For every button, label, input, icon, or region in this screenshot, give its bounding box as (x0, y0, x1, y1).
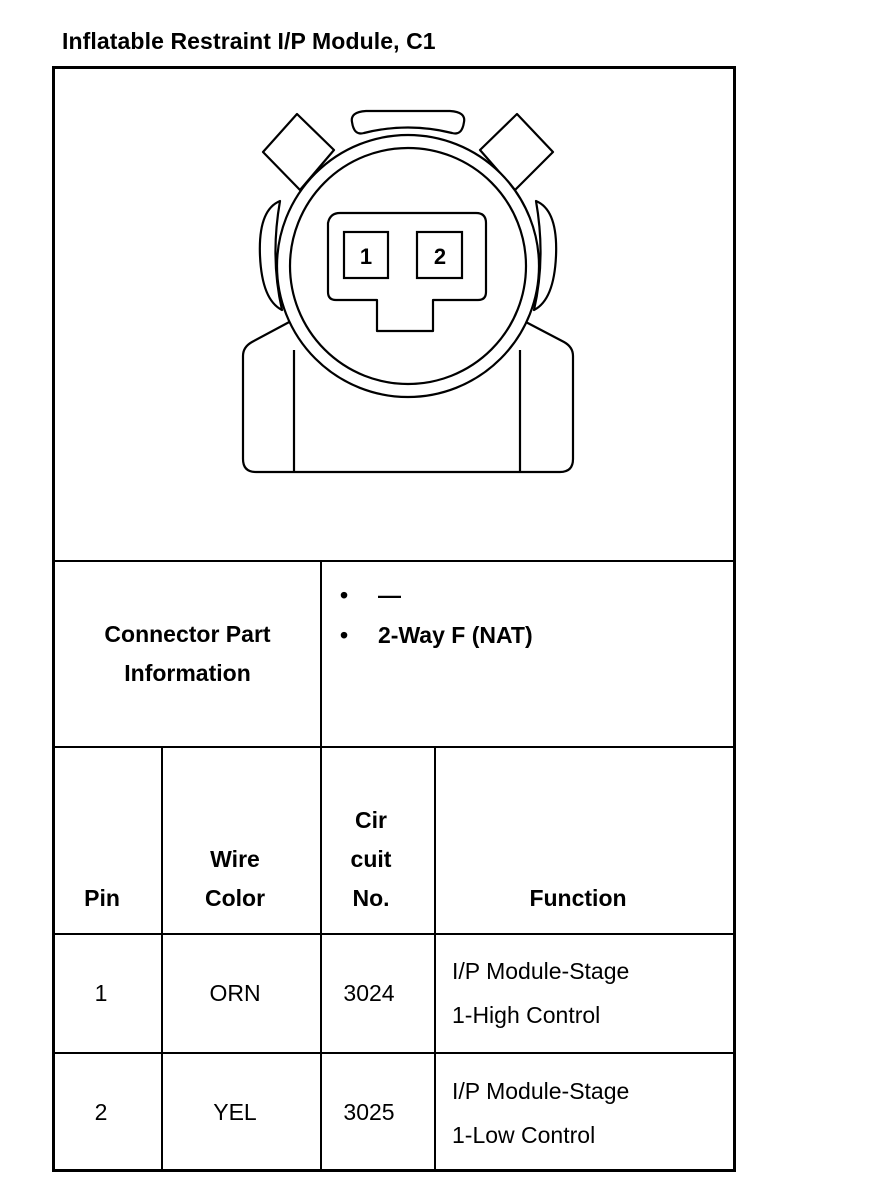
row-1-circuit: 3024 (322, 974, 416, 1013)
top-key-tab (350, 109, 466, 135)
cavity-2-label: 2 (434, 244, 446, 269)
header-wire-color: Wire Color (163, 840, 307, 918)
cavity-1-label: 1 (360, 244, 372, 269)
header-circuit-no: Cir cuit No. (322, 801, 420, 918)
divider-diagram (52, 560, 736, 562)
connector-face-diagram: 1 2 (241, 109, 575, 474)
header-wire-line1: Wire (210, 846, 260, 872)
page-title: Inflatable Restraint I/P Module, C1 (62, 28, 436, 54)
bullet-symbol: • (340, 622, 349, 648)
header-function-label: Function (529, 885, 627, 911)
divider-part-info (52, 746, 736, 748)
header-circuit-line1: Cir (355, 807, 387, 833)
connector-base (241, 319, 575, 474)
row-1-pin: 1 (55, 974, 147, 1013)
header-pin: Pin (55, 879, 149, 918)
part-info-value-1: — (378, 582, 401, 608)
row-2-circuit: 3025 (322, 1093, 416, 1132)
part-info-bullet-2: • 2-Way F (NAT) (340, 622, 533, 649)
header-function: Function (436, 879, 720, 918)
row-2-circuit-value: 3025 (343, 1099, 395, 1125)
part-info-label: Connector Part Information (55, 615, 320, 693)
row-2-pin-value: 2 (94, 1099, 108, 1125)
col-divider-part-info (320, 560, 322, 1172)
left-latch-tab (261, 112, 336, 192)
row-1-function: I/P Module-Stage 1-High Control (452, 949, 629, 1037)
header-circuit-line2: cuit (350, 846, 392, 872)
row-1-pin-value: 1 (94, 980, 108, 1006)
bullet-symbol: • (340, 582, 349, 608)
row-1-wire-color-value: ORN (209, 980, 261, 1006)
row-2-wire-color: YEL (163, 1093, 307, 1132)
cavity-housing (326, 211, 488, 333)
part-info-label-line1: Connector Part (104, 621, 271, 647)
header-circuit-line3: No. (352, 885, 390, 911)
part-info-value-2: 2-Way F (NAT) (378, 622, 533, 648)
row-1-wire-color: ORN (163, 974, 307, 1013)
row-1-circuit-value: 3024 (343, 980, 395, 1006)
row-2-function-line2: 1-Low Control (452, 1122, 596, 1148)
right-crescent-rib (532, 199, 558, 312)
row-2-function: I/P Module-Stage 1-Low Control (452, 1069, 629, 1157)
part-info-bullet-1: • — (340, 582, 401, 609)
part-info-label-line2: Information (124, 660, 251, 686)
connector-table-frame (52, 66, 736, 1172)
col-divider-function (434, 746, 436, 1172)
connector-outer-ring (275, 133, 541, 399)
row-2-pin: 2 (55, 1093, 147, 1132)
divider-row-1 (52, 1052, 736, 1054)
row-2-function-line1: I/P Module-Stage (452, 1078, 630, 1104)
cavity-2 (415, 230, 464, 280)
row-1-function-line2: 1-High Control (452, 1002, 601, 1028)
row-1-function-line1: I/P Module-Stage (452, 958, 630, 984)
col-divider-pin (161, 746, 163, 1172)
row-2-wire-color-value: YEL (213, 1099, 257, 1125)
header-wire-line2: Color (204, 885, 266, 911)
divider-header (52, 933, 736, 935)
header-pin-label: Pin (84, 885, 120, 911)
connector-inner-ring (288, 146, 528, 386)
left-crescent-rib (258, 199, 284, 312)
cavity-1 (342, 230, 390, 280)
